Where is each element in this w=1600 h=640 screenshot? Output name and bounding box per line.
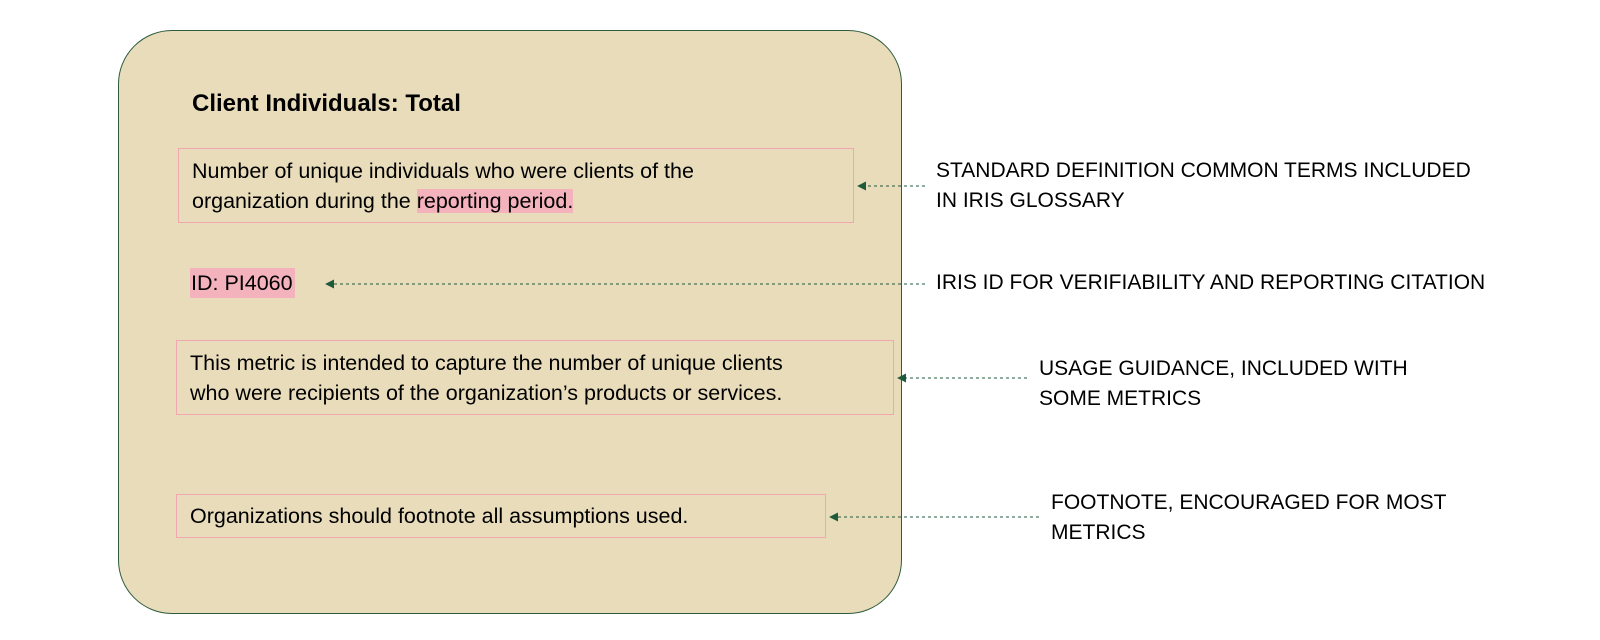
footnote-text: Organizations should footnote all assump… <box>190 504 689 528</box>
metric-title: Client Individuals: Total <box>192 90 461 117</box>
annotation-id-line-1: IRIS ID FOR VERIFIABILITY AND REPORTING … <box>936 271 1486 294</box>
annotation-definition-line-2: IN IRIS GLOSSARY <box>936 189 1125 212</box>
annotation-footnote-line-1: FOOTNOTE, ENCOURAGED FOR MOST <box>1051 491 1447 514</box>
annotation-definition-line-1: STANDARD DEFINITION COMMON TERMS INCLUDE… <box>936 159 1471 182</box>
metric-id: ID: PI4060 <box>190 268 295 298</box>
definition-box: Number of unique individuals who were cl… <box>178 148 854 223</box>
footnote-box: Organizations should footnote all assump… <box>176 494 826 538</box>
definition-line-2-text: organization during the <box>192 189 417 213</box>
reporting-period-highlight: reporting period. <box>416 189 574 213</box>
definition-line-2: organization during the reporting period… <box>192 186 841 216</box>
annotation-guidance: USAGE GUIDANCE, INCLUDED WITH SOME METRI… <box>1039 354 1408 414</box>
annotation-guidance-line-2: SOME METRICS <box>1039 387 1202 410</box>
annotation-id: IRIS ID FOR VERIFIABILITY AND REPORTING … <box>936 268 1485 298</box>
usage-guidance-box: This metric is intended to capture the n… <box>176 340 894 415</box>
annotation-guidance-line-1: USAGE GUIDANCE, INCLUDED WITH <box>1039 357 1408 380</box>
metric-card <box>118 30 902 614</box>
annotation-footnote-line-2: METRICS <box>1051 521 1146 544</box>
definition-line-1: Number of unique individuals who were cl… <box>192 159 694 183</box>
annotation-definition: STANDARD DEFINITION COMMON TERMS INCLUDE… <box>936 156 1471 216</box>
guidance-line-2: who were recipients of the organization’… <box>190 381 783 405</box>
annotation-footnote: FOOTNOTE, ENCOURAGED FOR MOST METRICS <box>1051 488 1447 548</box>
guidance-line-1: This metric is intended to capture the n… <box>190 351 783 375</box>
